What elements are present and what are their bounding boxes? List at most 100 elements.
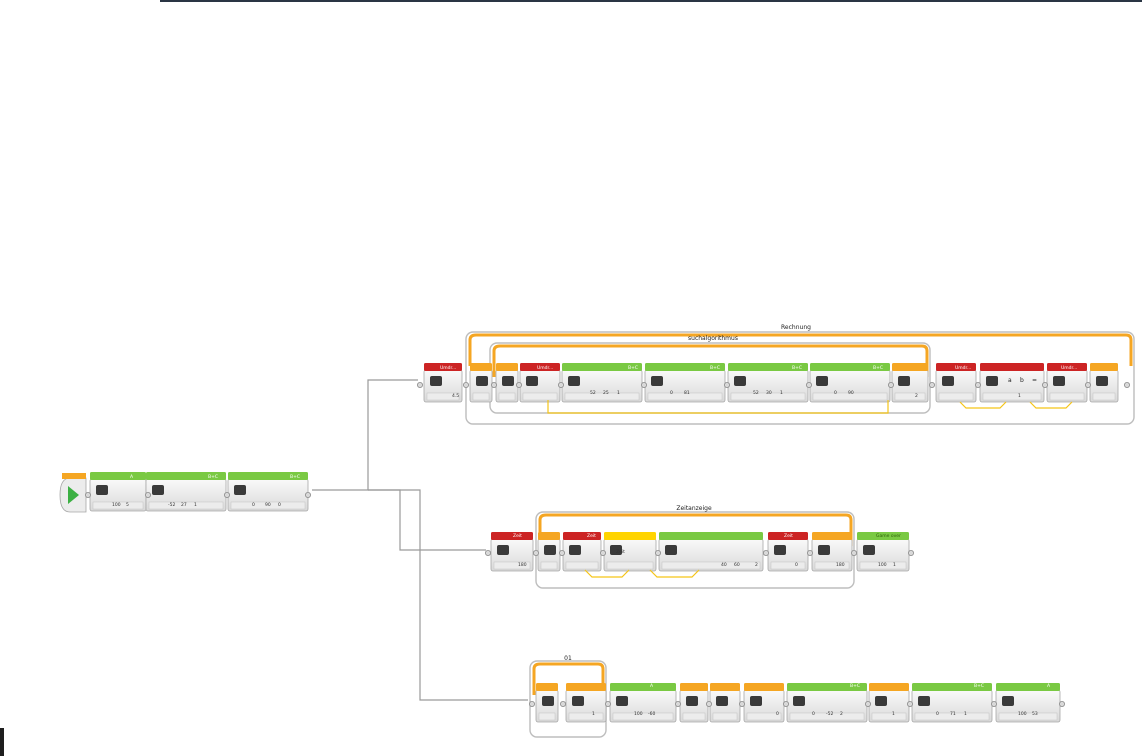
loop-end-zeit-param-strip <box>814 561 850 570</box>
loop-end-zeit-header <box>812 532 852 540</box>
loop-start-zeit-param-strip <box>540 561 558 570</box>
scrollbar-handle[interactable] <box>0 728 4 756</box>
variable-block-umdr-3[interactable] <box>935 363 977 403</box>
m1-rot: 1 <box>617 390 620 396</box>
timer-block-1[interactable] <box>743 683 785 723</box>
m1-steer: 25 <box>603 390 609 396</box>
loop-end-zeit[interactable] <box>811 532 853 572</box>
variable-block-umdr-3-header <box>936 363 976 371</box>
loop-zeitanzeige-frame <box>535 511 855 589</box>
move-tank-block-2-param-strip <box>647 392 723 401</box>
bottom-d2-v2: 71 <box>950 711 956 717</box>
loop-label-rechnung: Rechnung <box>781 324 811 331</box>
variable-block-zeit-2[interactable] <box>562 532 602 572</box>
move-steering-block-3[interactable] <box>786 683 868 723</box>
rechnung-connector-7 <box>806 381 813 388</box>
motor-ports-1: B+C <box>628 365 638 371</box>
rechnung-connector-8 <box>888 381 895 388</box>
variable-block-umdr-3-param-strip <box>938 392 974 401</box>
medium-motor-a-2-param-strip <box>998 712 1058 721</box>
variable-block-zeit-2-param-strip <box>565 561 599 570</box>
move-steering-block-2[interactable] <box>227 472 309 512</box>
move-steering-block-1[interactable] <box>145 472 227 512</box>
program-blocks[interactable] <box>59 363 1131 723</box>
variable-block-umdr-3-icon <box>942 376 954 386</box>
loop-start-such-header <box>496 363 518 371</box>
zeit-connector-3 <box>600 550 607 557</box>
sound-block-gameover-icon <box>863 545 875 555</box>
move-steering-block-2-header <box>228 472 308 480</box>
start-connector-3 <box>304 491 311 498</box>
rechnung-connector-2 <box>490 381 497 388</box>
compare-block[interactable] <box>603 532 657 572</box>
loop-start-01[interactable] <box>535 683 559 723</box>
bottom-last-v1: 100 <box>1018 711 1027 717</box>
variable-block-zeit[interactable] <box>490 532 534 572</box>
compare-block-header <box>604 532 656 540</box>
var-zeit-name-2: Zeit <box>587 533 596 539</box>
loop-start-zeit[interactable] <box>537 532 561 572</box>
timer-block-1-icon <box>750 696 762 706</box>
loop-start-such[interactable] <box>495 363 519 403</box>
start-motor-ports-2: B+C <box>290 474 300 480</box>
bottom-last-v2: 53 <box>1032 711 1038 717</box>
move-tank-block-3[interactable] <box>727 363 809 403</box>
loop-end-such-icon <box>898 376 910 386</box>
timer-block-2-header <box>869 683 909 691</box>
variable-block-umdr-2[interactable] <box>519 363 561 403</box>
medium-motor-a[interactable] <box>609 683 677 723</box>
start-block-header <box>62 473 86 479</box>
var-block-name-2: Umdr... <box>537 365 553 371</box>
wait-block-1-param-strip <box>682 712 706 721</box>
bottom-d2-v3: 1 <box>964 711 967 717</box>
m2-v1: 0 <box>670 390 673 396</box>
variable-block-umdr-4-header <box>1047 363 1087 371</box>
bottom-motor-ports-1: B+C <box>850 683 860 689</box>
loop-end-such[interactable] <box>891 363 929 403</box>
var-zeit-name: Zeit <box>513 533 522 539</box>
loop-end-01-param-strip <box>568 712 604 721</box>
start-b1-v2: 5 <box>126 502 129 508</box>
m4-v2: 90 <box>848 390 854 396</box>
timer-block-2-icon <box>875 696 887 706</box>
display-block-param-strip <box>661 561 761 570</box>
wait-block-1[interactable] <box>679 683 709 723</box>
bottom-connector-7 <box>865 701 872 708</box>
medium-motor-a-2-header <box>996 683 1060 691</box>
sound-v2: 1 <box>893 562 896 568</box>
rechnung-connector-3 <box>516 381 523 388</box>
move-steering-block-3-param-strip <box>789 712 865 721</box>
start-block[interactable] <box>59 473 87 513</box>
wait-block-2-param-strip <box>712 712 738 721</box>
display-block[interactable] <box>658 532 764 572</box>
variable-block-zeit-3-param-strip <box>770 561 806 570</box>
medium-motor-a-2[interactable] <box>995 683 1061 723</box>
move-steering-block-3-icon <box>793 696 805 706</box>
variable-block-umdr[interactable] <box>423 363 463 403</box>
variable-block-zeit-3[interactable] <box>767 532 809 572</box>
wait-block-2[interactable] <box>709 683 741 723</box>
move-tank-block-4[interactable] <box>809 363 891 403</box>
loop-start-01-header <box>536 683 558 691</box>
zeit-connector-6 <box>807 550 814 557</box>
sound-block[interactable] <box>89 472 147 512</box>
bottom-motor-ports-2: B+C <box>974 683 984 689</box>
loop-end-01[interactable] <box>565 683 607 723</box>
sound-block-gameover[interactable] <box>856 532 910 572</box>
loop-start-rechnung-icon <box>476 376 488 386</box>
loop-end-rechnung[interactable] <box>1089 363 1119 403</box>
loop-01-arc <box>532 662 605 695</box>
bottom-d1-v2: -52 <box>826 711 833 717</box>
variable-block-umdr-4[interactable] <box>1046 363 1088 403</box>
var-zeit-name-3: Zeit <box>784 533 793 539</box>
math-block[interactable] <box>979 363 1045 403</box>
loop-start-rechnung[interactable] <box>469 363 493 403</box>
motor-ports-3: B+C <box>792 365 802 371</box>
display-v2: 60 <box>734 562 740 568</box>
timer-label-2: 1 <box>892 711 895 717</box>
bottom-connector-6 <box>783 701 790 708</box>
timer-block-2[interactable] <box>868 683 910 723</box>
move-tank-block-3-header <box>728 363 808 371</box>
bottom-connector-9 <box>991 701 998 708</box>
